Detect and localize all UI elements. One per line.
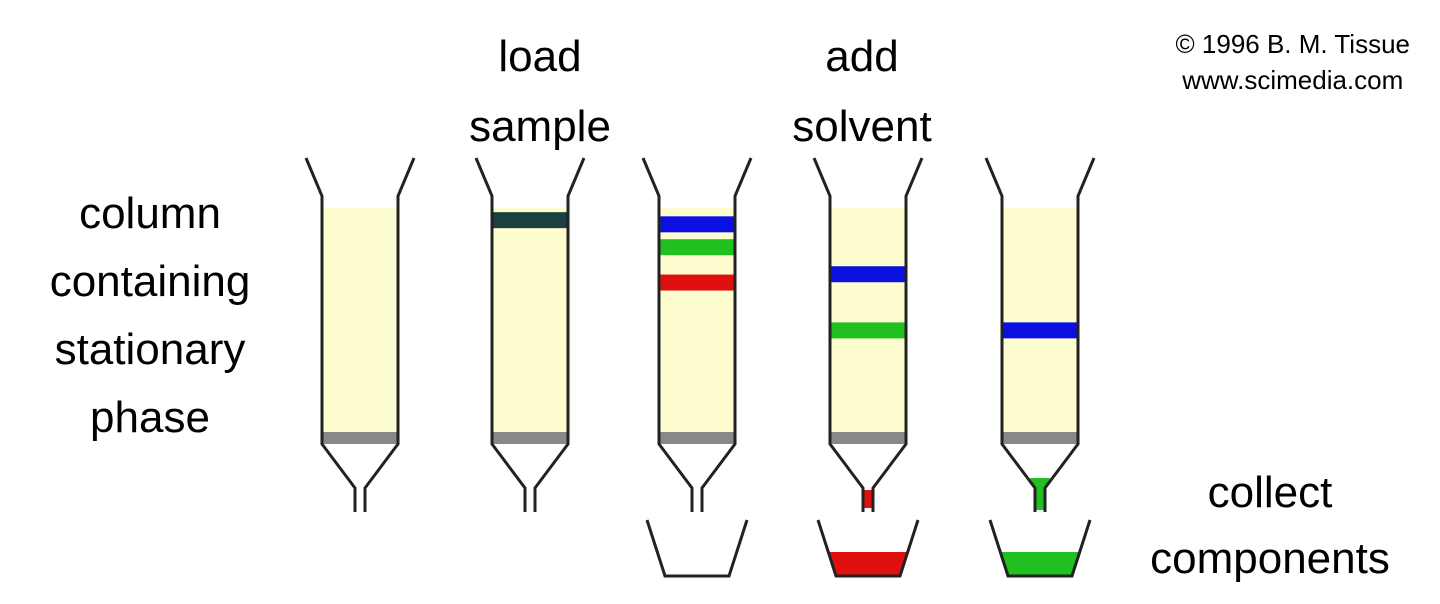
column-2-loaded-stationary-phase (492, 208, 568, 432)
collect-label-line-1: collect (1207, 468, 1333, 517)
column-label-line-1: column (79, 189, 221, 238)
column-1-empty-tube-outline (304, 157, 416, 512)
column-5-green-eluting-collected-liquid (1000, 552, 1080, 576)
copyright-line-2: www.scimedia.com (1182, 65, 1404, 95)
copyright-notice: © 1996 B. M. Tissue www.scimedia.com (1176, 26, 1410, 98)
collect-label-line-2: components (1150, 534, 1390, 583)
column-3-separating-tube-outline (641, 157, 753, 512)
column-5-green-eluting-collection-cup (988, 519, 1092, 578)
collect-components-label: collect components (1110, 460, 1430, 592)
column-3-separating-band-red (659, 274, 735, 291)
column-5-green-eluting-stationary-phase (1002, 208, 1078, 432)
column-3-separating-band-blue (659, 216, 735, 233)
column-label-line-2: containing (49, 257, 251, 306)
column-3-separating-collection-cup (645, 519, 749, 578)
solvent-label-line-2: solvent (792, 102, 932, 151)
column-5-green-eluting-band-blue (1002, 322, 1078, 339)
column-4-red-eluting-band-blue (830, 266, 906, 283)
column-2-loaded-tube-outline (474, 157, 586, 512)
column-4-red-eluting-frit (830, 432, 906, 444)
column-label-line-3: stationary (54, 325, 246, 374)
load-sample-label: load sample (440, 22, 640, 162)
column-5-green-eluting-frit (1002, 432, 1078, 444)
column-4-red-eluting-stationary-phase (830, 208, 906, 432)
column-1-empty-frit (322, 432, 398, 444)
column-3-separating-frit (659, 432, 735, 444)
column-5-green-eluting-tube-outline (984, 157, 1096, 512)
column-1-empty-stationary-phase (322, 208, 398, 432)
column-2-loaded-frit (492, 432, 568, 444)
column-4-red-eluting-outlet-drop (863, 490, 873, 508)
solvent-label-line-1: add (825, 32, 899, 81)
column-3-separating-band-green (659, 239, 735, 256)
column-label: column containing stationary phase (20, 180, 280, 452)
load-label-line-2: sample (469, 102, 611, 151)
add-solvent-label: add solvent (762, 22, 962, 162)
column-4-red-eluting-tube-outline (812, 157, 924, 512)
column-5-green-eluting-outlet-stream (1030, 478, 1050, 510)
copyright-line-1: © 1996 B. M. Tissue (1175, 29, 1410, 59)
column-4-red-eluting-band-green (830, 322, 906, 339)
column-2-loaded-band-sample (492, 212, 568, 229)
column-4-red-eluting-collection-cup (816, 519, 920, 578)
column-4-red-eluting-collected-liquid (828, 552, 908, 576)
column-label-line-4: phase (90, 393, 210, 442)
load-label-line-1: load (498, 32, 582, 81)
